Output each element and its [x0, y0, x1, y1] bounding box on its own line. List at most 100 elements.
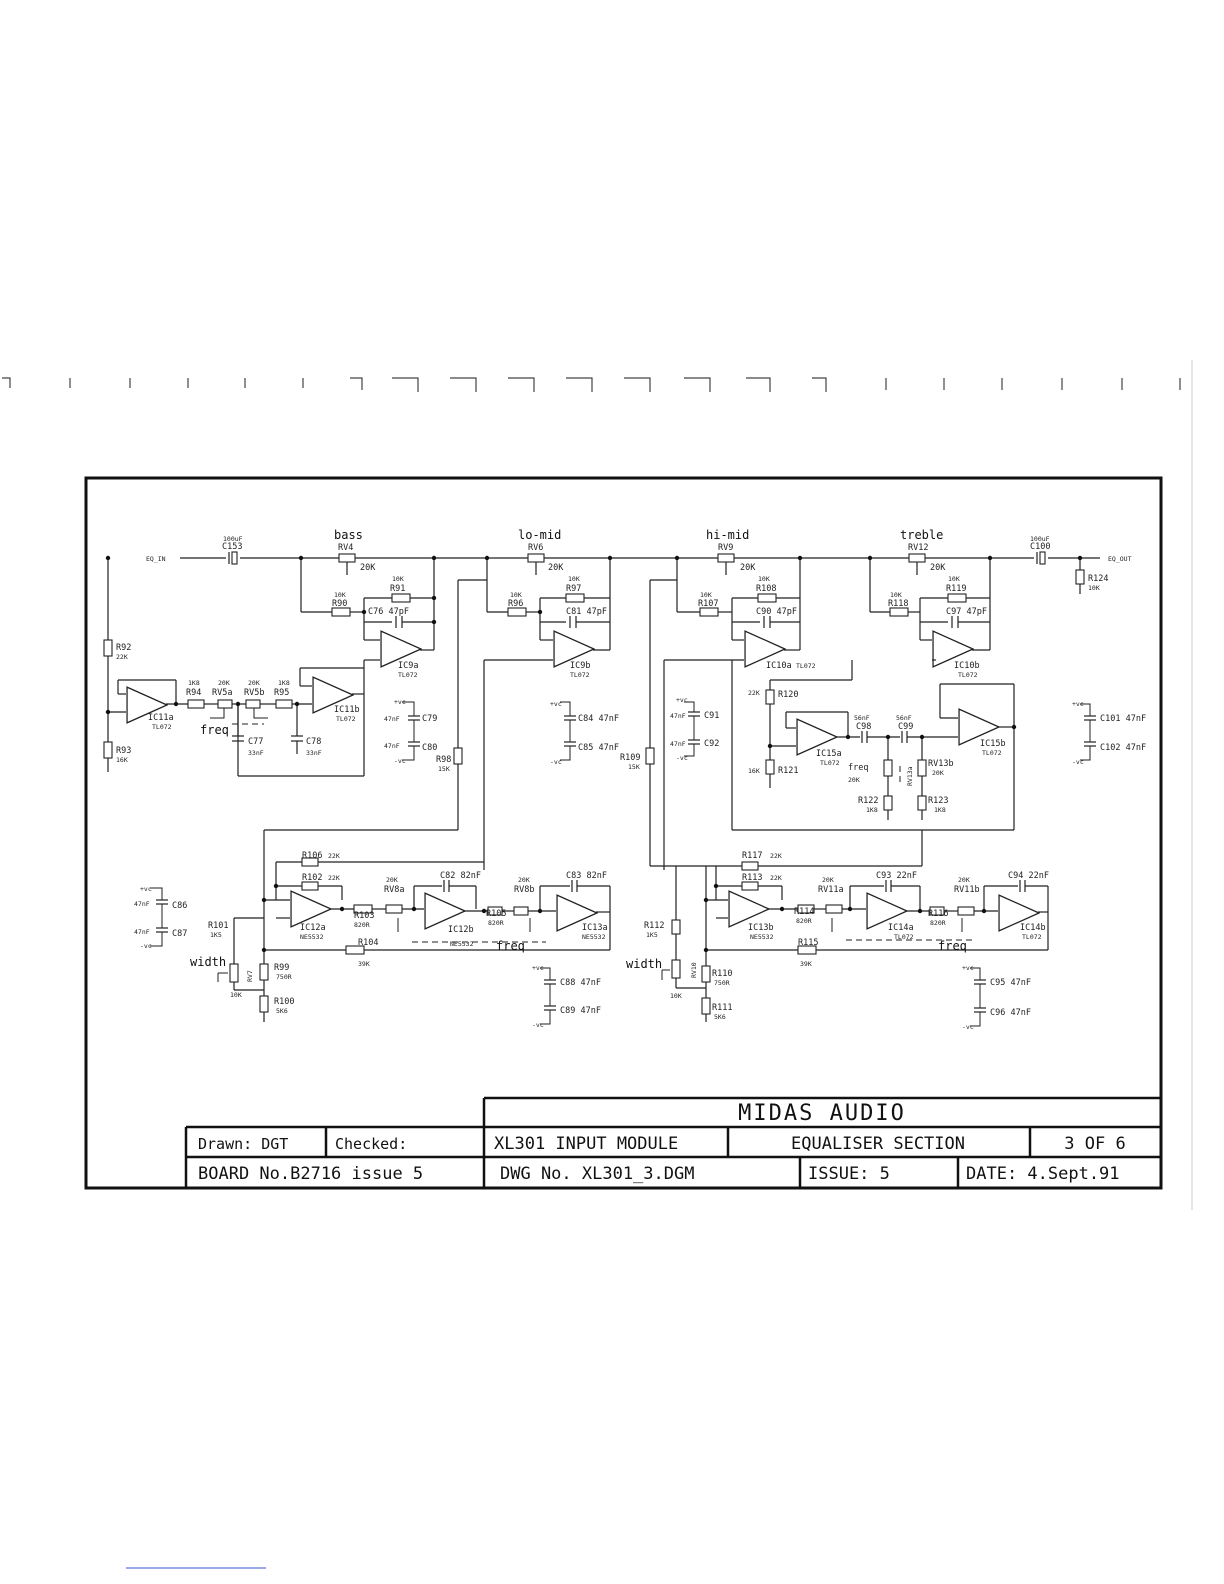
r95-label: R95: [274, 688, 289, 698]
c91-label: C91: [704, 711, 719, 721]
ic12a-type: NE5532: [300, 933, 324, 941]
c93-label: C93 22nF: [876, 871, 917, 881]
c79-vcp: +vc: [394, 698, 406, 706]
c88-vcp: +vc: [532, 964, 544, 972]
band-lomid: [484, 553, 613, 668]
r108-value: 10K: [758, 575, 770, 583]
ic15b-label: IC15b: [980, 739, 1006, 749]
r101-label: R101: [208, 921, 228, 931]
ic11b-label: IC11b: [334, 705, 360, 715]
c86-vcp: +vc: [140, 885, 152, 893]
r119-value: 10K: [948, 575, 960, 583]
eq-out-label: EQ_OUT: [1108, 555, 1132, 563]
r106-label: R106: [302, 851, 322, 861]
r116-label: R116: [928, 909, 948, 919]
ic11a-label: IC11a: [148, 713, 174, 723]
r97-label: R97: [566, 584, 581, 594]
c91-value: 47nF: [670, 712, 686, 720]
r90-label: R90: [332, 599, 347, 609]
rv13b-value: 20K: [932, 769, 944, 777]
r96-label: R96: [508, 599, 523, 609]
c85-vcn: -vc: [550, 758, 562, 766]
r120-value: 22K: [748, 689, 760, 697]
ic10b-type: TL072: [958, 671, 978, 679]
ic13b-type: NE5532: [750, 933, 774, 941]
ic13a-type: NE5532: [582, 933, 606, 941]
c87-label: C87: [172, 929, 187, 939]
treble-freq-network: [731, 660, 1017, 831]
r97-value: 10K: [568, 575, 580, 583]
rv13a-value: 20K: [848, 776, 860, 784]
r99-label: R99: [274, 963, 289, 973]
ic9b-type: TL072: [570, 671, 590, 679]
rv5a-label: RV5a: [212, 688, 232, 698]
band-bass: [298, 553, 437, 668]
r116-value: 820R: [930, 919, 946, 927]
c153-label: C153: [222, 542, 242, 552]
c83-label: C83 82nF: [566, 871, 607, 881]
r110-value: 750R: [714, 979, 730, 987]
r113-value: 22K: [770, 874, 782, 882]
rv12-value: 20K: [930, 563, 946, 573]
rv8a-label: RV8a: [384, 885, 404, 895]
r101-value: 1K5: [210, 931, 222, 939]
rv11a-label: RV11a: [818, 885, 844, 895]
c88-label: C88 47nF: [560, 978, 601, 988]
ic12a-label: IC12a: [300, 923, 326, 933]
rv13a-label: RV13a: [906, 766, 914, 786]
r110-label: R110: [712, 969, 732, 979]
ic15a-type: TL072: [820, 759, 840, 767]
c100-value: 100uF: [1030, 535, 1050, 543]
himid-label: hi-mid: [706, 528, 749, 542]
c96-vcn: -vc: [962, 1023, 974, 1031]
r109-label: R109: [620, 753, 640, 763]
bass-freq-network: [103, 639, 365, 777]
ic11b-type: TL072: [336, 715, 356, 723]
r114-value: 820R: [796, 917, 812, 925]
r90-value: 10K: [334, 591, 346, 599]
c95-label: C95 47nF: [990, 978, 1031, 988]
c98-label: C98: [856, 722, 871, 732]
band-himid: [664, 553, 803, 668]
r111-label: R111: [712, 1003, 732, 1013]
himid-freq-label: freq: [938, 939, 967, 953]
r91-label: R91: [390, 584, 405, 594]
module-name: XL301 INPUT MODULE: [494, 1134, 678, 1154]
rv10-value: 10K: [670, 992, 682, 1000]
c89-label: C89 47nF: [560, 1006, 601, 1016]
r112-value: 1K5: [646, 931, 658, 939]
r112-label: R112: [644, 921, 664, 931]
c99-value: 56nF: [896, 714, 912, 722]
treble-freq-label: freq: [848, 763, 868, 773]
c94-label: C94 22nF: [1008, 871, 1049, 881]
c97-label: C97 47pF: [946, 607, 987, 617]
c101-vcp: +vc: [1072, 700, 1084, 708]
r124-label: R124: [1088, 574, 1108, 584]
treble-label: treble: [900, 528, 943, 542]
drawn-by: Drawn: DGT: [198, 1135, 288, 1153]
r111-value: 5K6: [714, 1013, 726, 1021]
r99-value: 750R: [276, 973, 292, 981]
title-block-grid: [184, 1096, 1161, 1188]
section-name: EQUALISER SECTION: [791, 1134, 965, 1154]
r100-value: 5K6: [276, 1007, 288, 1015]
drawing-frame: [84, 476, 1163, 1190]
r104-label: R104: [358, 938, 378, 948]
c84-label: C84 47nF: [578, 714, 619, 724]
r92-value: 22K: [116, 653, 128, 661]
rv9-label: RV9: [718, 543, 733, 553]
r92-label: R92: [116, 643, 131, 653]
r93-label: R93: [116, 746, 131, 756]
c92-value: 47nF: [670, 740, 686, 748]
rv5a-value: 20K: [218, 679, 230, 687]
r96-value: 10K: [510, 591, 522, 599]
c78-label: C78: [306, 737, 321, 747]
c80-vcn: -vc: [394, 757, 406, 765]
rv13b-label: RV13b: [928, 759, 954, 769]
r120-label: R120: [778, 690, 798, 700]
c96-label: C96 47nF: [990, 1008, 1031, 1018]
rv8b-label: RV8b: [514, 885, 534, 895]
rv5b-label: RV5b: [244, 688, 264, 698]
lomid-width-label: width: [190, 955, 226, 969]
drawing-date: DATE: 4.Sept.91: [966, 1164, 1120, 1184]
